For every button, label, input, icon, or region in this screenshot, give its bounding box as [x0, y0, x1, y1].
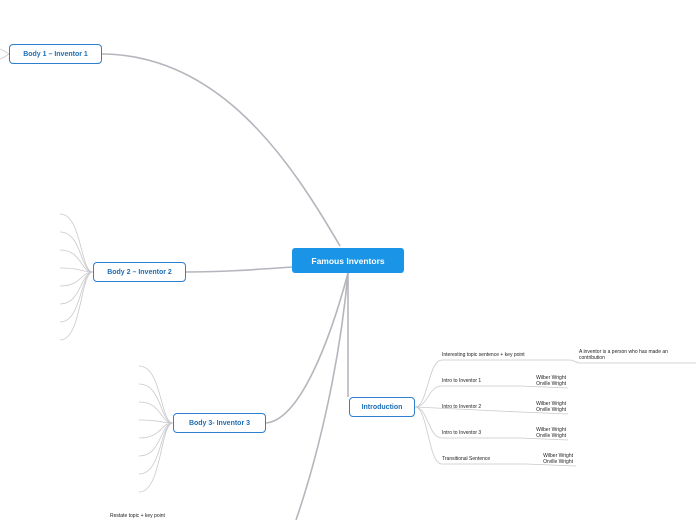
intro-detail-5[interactable]: Wilber Wright Orville Wright: [543, 453, 573, 465]
central-topic[interactable]: Famous Inventors: [292, 248, 404, 273]
intro-subtopic-1[interactable]: Interesting topic sentence + key point: [442, 352, 525, 358]
intro-subtopic-2[interactable]: Intro to Inventor 1: [442, 378, 482, 384]
topic-body-2[interactable]: Body 2 – Inventor 2: [93, 262, 186, 282]
intro-detail-3[interactable]: Wilber Wright Orville Wright: [536, 401, 566, 413]
topic-body-3[interactable]: Body 3- Inventor 3: [173, 413, 266, 433]
intro-detail-4[interactable]: Wilber Wright Orville Wright: [536, 427, 566, 439]
intro-subtopic-4[interactable]: Intro to Inventor 3: [442, 430, 482, 436]
topic-introduction[interactable]: Introduction: [349, 397, 415, 417]
intro-subtopic-3[interactable]: Intro to Inventor 2: [442, 404, 482, 410]
conclusion-subtopic[interactable]: Restate topic + key point: [110, 513, 165, 519]
intro-detail-1[interactable]: A inventor is a person who has made an c…: [579, 349, 668, 361]
intro-subtopic-5[interactable]: Transitional Sentence: [442, 456, 491, 462]
topic-body-1[interactable]: Body 1 – Inventor 1: [9, 44, 102, 64]
intro-detail-2[interactable]: Wilber Wright Orville Wright: [536, 375, 566, 387]
